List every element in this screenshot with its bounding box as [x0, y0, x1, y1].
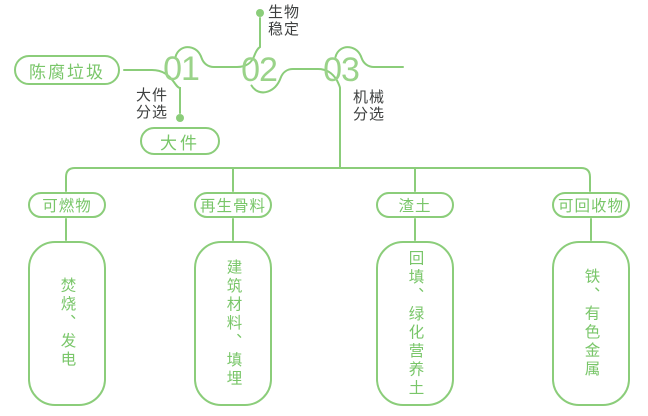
label-biological-stabilization: 生物 稳定 — [268, 4, 301, 38]
category-pill-combustibles: 可燃物 — [28, 192, 106, 218]
bulky-items-label: 大件 — [160, 133, 200, 153]
detail-box-recycled-aggregate: 建筑材料、填埋 — [194, 241, 272, 406]
rope-station03-end — [334, 46, 404, 68]
category-label: 可回收物 — [557, 198, 624, 215]
category-label: 再生骨料 — [199, 198, 266, 215]
source-label: 陈腐垃圾 — [29, 62, 105, 82]
rope-station02-to-station03 — [250, 68, 341, 169]
label-mechanical-sorting: 机械 分选 — [353, 89, 386, 123]
label-bulky-sorting: 大件 分选 — [136, 87, 169, 121]
detail-box-slag-soil: 回填、绿化营养土 — [376, 241, 454, 406]
rope-source-to-station01 — [123, 69, 181, 114]
category-label: 可燃物 — [42, 198, 92, 215]
detail-text: 铁、有色金属 — [582, 268, 600, 379]
category-pill-recyclables: 可回收物 — [552, 192, 630, 218]
bulky-branch-dot — [176, 114, 184, 122]
detail-box-recyclables: 铁、有色金属 — [552, 241, 630, 406]
category-pill-slag-soil: 渣土 — [376, 192, 454, 218]
station-03-number: 03 — [323, 51, 360, 89]
station-02-number: 02 — [241, 51, 278, 89]
category-label: 渣土 — [398, 198, 432, 215]
category-pill-recycled-aggregate: 再生骨料 — [194, 192, 272, 218]
detail-box-combustibles: 焚烧、发电 — [28, 241, 106, 406]
detail-text: 焚烧、发电 — [58, 277, 76, 370]
rope-station01-to-station02 — [174, 17, 261, 68]
detail-text: 回填、绿化营养土 — [406, 249, 424, 398]
node-bulky-items: 大件 — [140, 127, 220, 155]
station-01-number: 01 — [163, 50, 200, 88]
detail-text: 建筑材料、填埋 — [224, 258, 242, 389]
bio-branch-dot — [256, 9, 264, 17]
node-source-aged-waste: 陈腐垃圾 — [14, 55, 120, 85]
distribution-line — [65, 167, 591, 192]
